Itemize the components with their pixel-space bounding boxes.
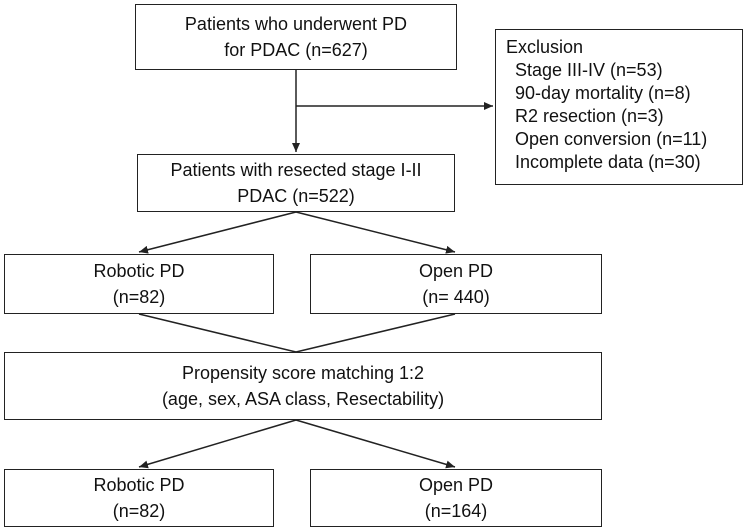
resected-box-line-2: PDAC (n=522) (237, 186, 355, 206)
exclusion-item-open-conversion: Open conversion (n=11) (515, 129, 708, 149)
robotic-pd-matched-count: (n=82) (112, 501, 166, 521)
open-pd-matched-label: Open PD (418, 475, 494, 495)
exclusion-item-stage: Stage III-IV (n=53) (515, 60, 663, 80)
arrow-matching-to-robotic (138, 419, 297, 469)
exclusion-box: Exclusion Stage III-IV (n=53) 90-day mor… (495, 29, 743, 185)
open-pd-matched-box: Open PD (n=164) (310, 469, 602, 527)
arrow-resected-to-robotic (138, 211, 297, 254)
open-pd-box: Open PD (n= 440) (310, 254, 602, 314)
robotic-pd-matched-label: Robotic PD (93, 475, 185, 495)
line-open-to-matching (295, 313, 456, 353)
arrow-matching-to-open (295, 419, 456, 469)
exclusion-item-incomplete-data: Incomplete data (n=30) (515, 152, 701, 172)
matching-box: Propensity score matching 1:2 (age, sex,… (4, 352, 602, 420)
start-box: Patients who underwent PD for PDAC (n=62… (135, 4, 457, 70)
start-box-line-2: for PDAC (n=627) (224, 40, 368, 60)
robotic-pd-count: (n=82) (112, 287, 166, 307)
robotic-pd-label: Robotic PD (93, 261, 185, 281)
open-pd-count: (n= 440) (422, 287, 490, 307)
robotic-pd-box: Robotic PD (n=82) (4, 254, 274, 314)
exclusion-item-r2-resection: R2 resection (n=3) (515, 106, 664, 126)
resected-box: Patients with resected stage I-II PDAC (… (137, 154, 455, 212)
start-box-line-1: Patients who underwent PD (184, 14, 408, 34)
matching-title: Propensity score matching 1:2 (181, 363, 425, 383)
resected-box-line-1: Patients with resected stage I-II (170, 160, 422, 180)
exclusion-title: Exclusion (506, 37, 584, 57)
open-pd-matched-count: (n=164) (424, 501, 488, 521)
matching-criteria: (age, sex, ASA class, Resectability) (161, 389, 445, 409)
line-robotic-to-matching (138, 313, 297, 353)
robotic-pd-matched-box: Robotic PD (n=82) (4, 469, 274, 527)
open-pd-label: Open PD (418, 261, 494, 281)
exclusion-item-mortality: 90-day mortality (n=8) (515, 83, 691, 103)
arrow-resected-to-open (295, 211, 456, 254)
